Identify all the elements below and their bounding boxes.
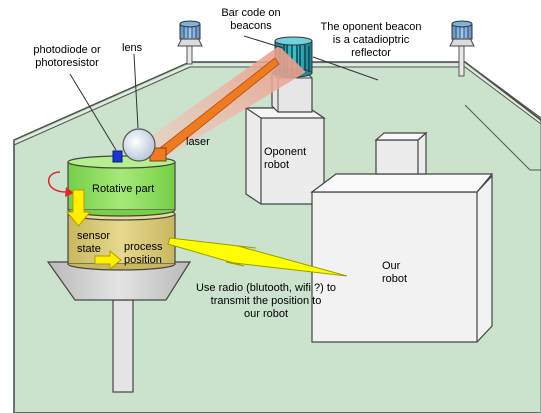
label-rotative-part: Rotative part <box>92 183 155 195</box>
label-barcode: Bar code on beacons <box>221 7 281 32</box>
lens <box>122 128 156 162</box>
beacon-left <box>177 20 203 65</box>
leader-lines <box>69 35 379 151</box>
radio-lightning-icon <box>167 237 348 277</box>
label-photodiode: photodiode or photoresistor <box>33 44 101 69</box>
label-sensor-state: sensor state <box>77 230 111 255</box>
label-radio: Use radio (blutooth, wifi ?) to transmit… <box>195 282 336 320</box>
sensor-beacon <box>46 155 192 393</box>
label-opponent-beacon: The oponent beacon is a catadioptric ref… <box>320 21 422 59</box>
label-lens: lens <box>122 42 143 54</box>
label-our-robot: Our robot <box>382 260 408 285</box>
label-laser: laser <box>186 136 210 148</box>
label-process-position: process position <box>124 241 163 266</box>
photodiode <box>112 150 123 163</box>
beacon-right <box>449 20 475 77</box>
our-robot <box>310 131 494 343</box>
label-opponent-robot: Oponent robot <box>264 146 307 171</box>
